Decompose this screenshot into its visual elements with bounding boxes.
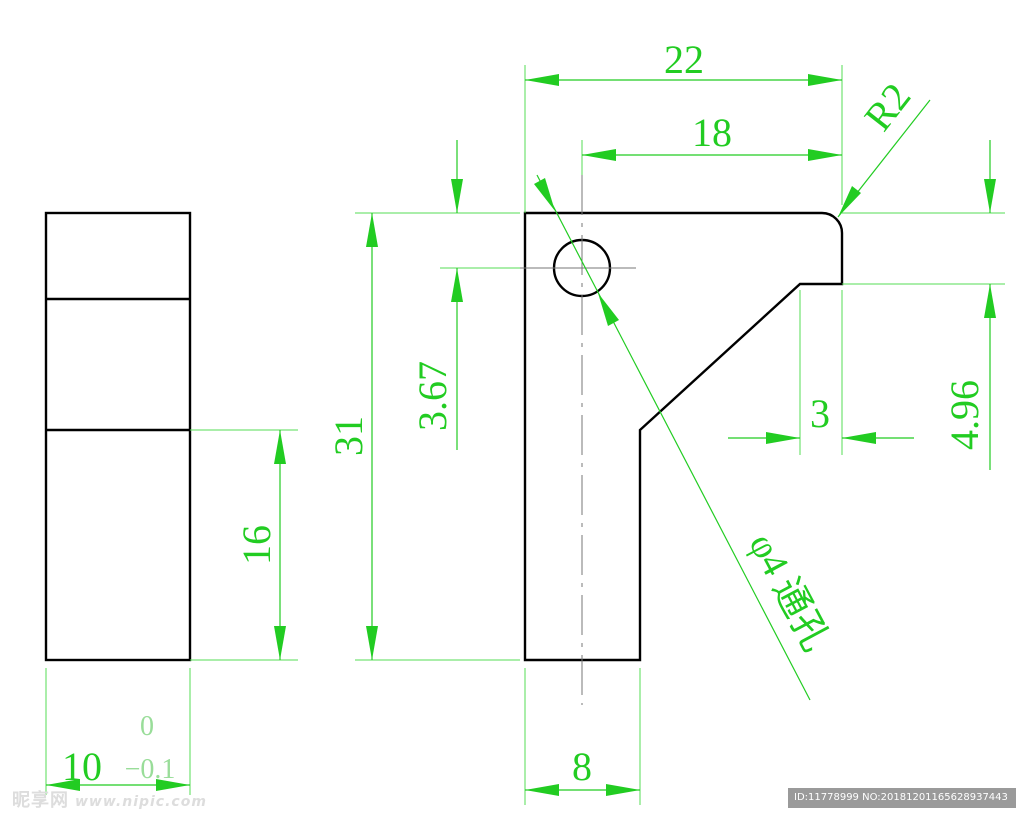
dimension-4-96-text: 4.96 [942, 380, 987, 450]
tolerance-lower: −0.1 [125, 754, 176, 785]
dimension-r2-text: R2 [855, 74, 919, 138]
dimension-3-text: 3 [810, 391, 830, 436]
dimension-r2: R2 [837, 74, 931, 218]
dimension-31: 31 [326, 212, 520, 661]
dimension-22-text: 22 [664, 37, 704, 82]
dimension-31-text: 31 [326, 416, 371, 456]
dimension-18-text: 18 [692, 110, 732, 155]
dimension-10: 10 0 −0.1 [45, 668, 191, 795]
hole-note-text: φ4 通孔 [740, 527, 836, 658]
front-view-outline [523, 211, 844, 662]
dimension-16-text: 16 [234, 525, 279, 565]
image-id-label: ID:11778999 NO:20181201165628937443 [788, 788, 1016, 808]
dimension-16: 16 [190, 429, 298, 661]
side-view [44, 211, 192, 662]
side-view-outline [44, 211, 192, 662]
watermark: 昵享网 www.nipic.com [12, 786, 207, 812]
watermark-url: www.nipic.com [75, 794, 207, 810]
dimension-3-67-text: 3.67 [410, 361, 455, 431]
dimension-3: 3 [728, 290, 914, 455]
tolerance-upper: 0 [140, 711, 154, 742]
dimension-22: 22 [524, 37, 843, 213]
dimension-8-text: 8 [572, 744, 592, 789]
dimension-18: 18 [581, 110, 842, 175]
dimension-10-text: 10 [62, 744, 102, 789]
watermark-brand: 昵享网 [12, 790, 69, 811]
dimension-4-96: 4.96 [842, 140, 1005, 470]
dimension-3-67: 3.67 [410, 140, 520, 450]
dimension-8: 8 [524, 668, 641, 805]
